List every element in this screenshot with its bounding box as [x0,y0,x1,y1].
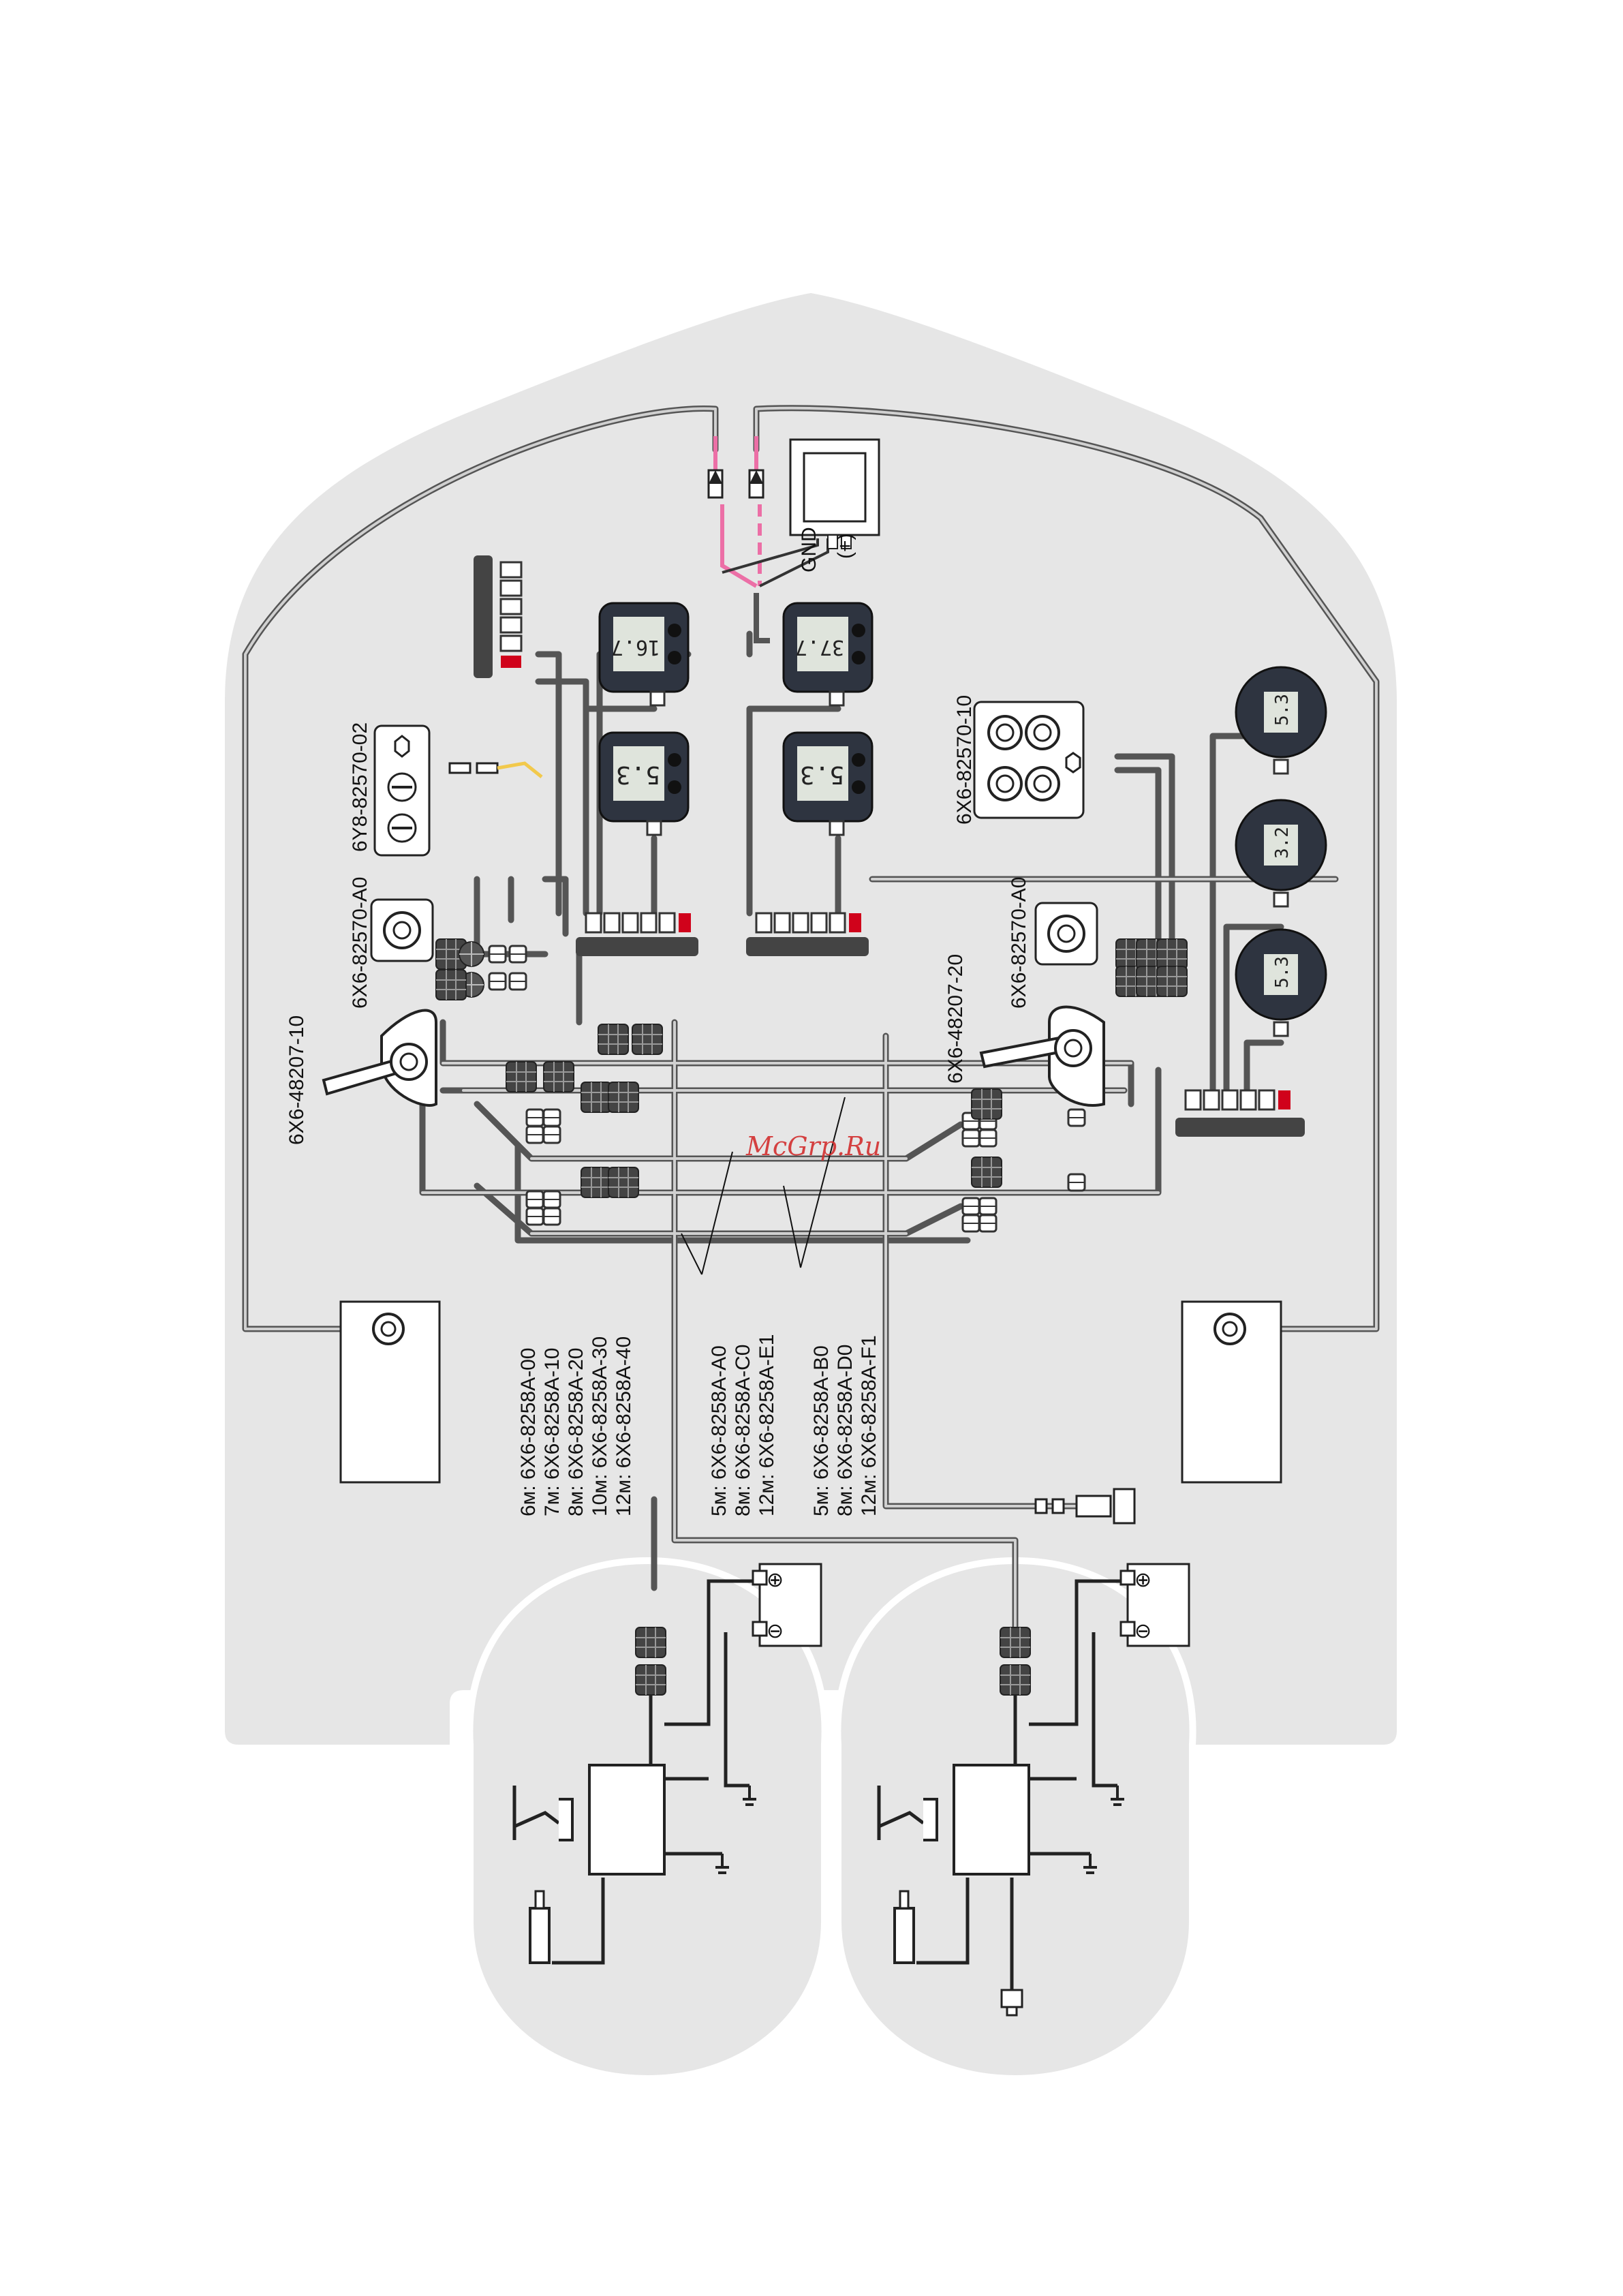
svg-text:6м: 6X6-8258A-00: 6м: 6X6-8258A-00 [517,1348,540,1516]
starboard-engine-wiring: ⊕ ⊖ [877,1563,1190,2017]
gauge-speedometer-left: 16.7 [598,602,690,707]
round-gauge-3: 5.3 [1235,928,1327,1037]
gauge-speedometer-right: 37.7 [782,602,874,707]
svg-text:10м: 6X6-8258A-30: 10м: 6X6-8258A-30 [589,1336,611,1516]
svg-text:5.3: 5.3 [800,761,844,789]
part-number-switch-quad: 6X6-82570-10 [953,695,976,825]
part-number-control-right: 6X6-48207-20 [944,954,967,1084]
speed-sensor [1034,1488,1136,1525]
battery-box-left [339,1300,441,1484]
svg-text:12м: 6X6-8258A-40: 12м: 6X6-8258A-40 [613,1336,635,1516]
remote-control-left [322,1009,437,1107]
switch-panel-quad [973,701,1085,819]
svg-text:5.3: 5.3 [616,761,660,789]
network-hub-right [1175,1089,1305,1137]
remote-control-right [979,1005,1105,1107]
part-number-switch-single-left: 6X6-82570-A0 [349,877,371,1009]
gauge-tachometer-right: 5.3 [782,731,874,836]
switch-panel-single-left [370,898,434,962]
svg-text:12м: 6X6-8258A-E1: 12м: 6X6-8258A-E1 [756,1334,778,1516]
harness-list-3: 5м: 6X6-8258A-B0 8м: 6X6-8258A-D0 12м: 6… [810,1335,880,1516]
battery-box-right [1181,1300,1282,1484]
part-number-switch-single-right: 6X6-82570-A0 [1008,877,1030,1009]
round-gauge-2: 3.2 [1235,799,1327,908]
svg-text:12м: 6X6-8258A-F1: 12м: 6X6-8258A-F1 [858,1335,880,1516]
gnd-label: GND [798,527,820,572]
connector-cluster-right [1115,938,1188,997]
svg-text:37.7: 37.7 [795,635,844,659]
port-engine-wiring: ⊕ ⊖ [512,1563,822,1965]
svg-text:8м: 6X6-8258A-C0: 8м: 6X6-8258A-C0 [732,1345,754,1516]
power-junction-box: GND (+) [789,438,880,572]
svg-text:8м: 6X6-8258A-20: 8м: 6X6-8258A-20 [565,1348,587,1516]
part-number-switch-twin: 6Y8-82570-02 [349,722,371,852]
svg-text:7м: 6X6-8258A-10: 7м: 6X6-8258A-10 [541,1348,563,1516]
main-switch-connector [448,761,543,778]
harness-list-2: 5м: 6X6-8258A-A0 8м: 6X6-8258A-C0 12м: 6… [708,1334,778,1516]
svg-text:5м: 6X6-8258A-B0: 5м: 6X6-8258A-B0 [810,1345,833,1516]
svg-text:⊖: ⊖ [767,1620,784,1642]
svg-text:5.3: 5.3 [1272,694,1293,726]
network-hub-top-left [474,555,523,678]
switch-panel-twin [373,724,431,857]
svg-text:16.7: 16.7 [611,635,660,659]
wire-harness [242,405,1380,1646]
network-hub-center-left [576,912,698,956]
part-number-control-left: 6X6-48207-10 [285,1015,308,1145]
svg-text:⊕: ⊕ [1134,1569,1151,1591]
svg-text:8м: 6X6-8258A-D0: 8м: 6X6-8258A-D0 [834,1345,856,1516]
switch-panel-single-right [1034,902,1098,966]
leader-lines [681,1097,846,1275]
svg-text:⊖: ⊖ [1134,1620,1151,1642]
fuse-holder [707,469,764,499]
watermark: McGrp.Ru [745,1131,881,1161]
harness-list-1: 6м: 6X6-8258A-00 7м: 6X6-8258A-10 8м: 6X… [517,1336,635,1516]
plus-label: (+) [834,534,856,560]
gauge-tachometer-left: 5.3 [598,731,690,836]
svg-text:3.2: 3.2 [1272,827,1293,859]
svg-text:5м: 6X6-8258A-A0: 5м: 6X6-8258A-A0 [708,1345,730,1516]
svg-text:⊕: ⊕ [767,1569,784,1591]
svg-text:5.3: 5.3 [1272,956,1293,988]
network-hub-center-right [746,912,869,956]
round-gauge-1: 5.3 [1235,666,1327,775]
